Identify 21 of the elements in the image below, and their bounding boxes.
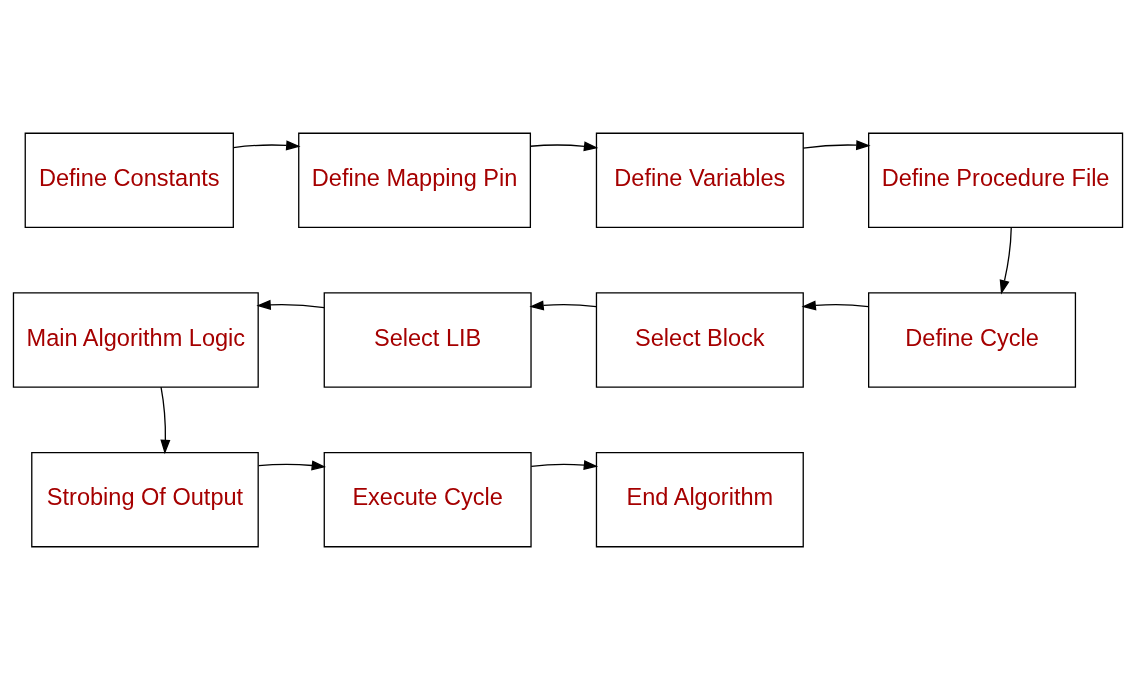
arrow xyxy=(256,299,325,310)
node-box: Define Procedure File xyxy=(868,132,1124,228)
node-box: End Algorithm xyxy=(595,451,804,547)
arrow xyxy=(232,139,301,150)
node-box: Select Block xyxy=(595,291,804,388)
node-box: Strobing Of Output xyxy=(31,451,259,547)
arrow xyxy=(802,139,871,150)
node-box: Main Algorithm Logic xyxy=(12,291,259,388)
arrow xyxy=(258,459,326,470)
arrow xyxy=(160,386,171,454)
node-box: Define Variables xyxy=(595,132,804,228)
arrow xyxy=(529,299,597,310)
node-box: Define Constants xyxy=(24,132,234,228)
arrow xyxy=(999,226,1012,294)
node-box: Define Mapping Pin xyxy=(298,132,532,228)
arrow xyxy=(801,299,869,310)
node-box: Execute Cycle xyxy=(323,451,532,547)
arrow xyxy=(530,459,599,470)
node-box: Define Cycle xyxy=(868,291,1077,388)
arrow xyxy=(529,140,599,151)
node-box: Select LIB xyxy=(323,291,532,388)
